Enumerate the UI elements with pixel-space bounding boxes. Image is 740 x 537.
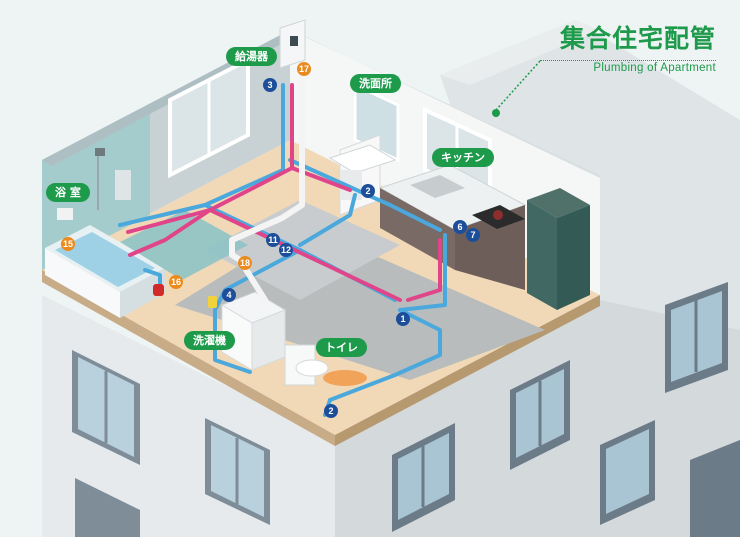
washing-machine xyxy=(220,291,287,371)
label-washroom: 洗面所 xyxy=(350,74,401,93)
bathtub xyxy=(45,225,165,318)
marker-17: 17 xyxy=(297,62,311,76)
page-subtitle: Plumbing of Apartment xyxy=(593,62,716,74)
refrigerator xyxy=(527,188,590,310)
marker-3: 3 xyxy=(263,78,277,92)
marker-16: 16 xyxy=(169,275,183,289)
label-kitchen: キッチン xyxy=(432,148,494,167)
shower-fixture xyxy=(57,148,131,220)
label-laundry: 洗濯機 xyxy=(184,331,235,350)
page-title: 集合住宅配管 xyxy=(559,24,716,53)
water-heater-unit xyxy=(279,19,306,69)
left-face-windows xyxy=(72,350,270,537)
marker-7: 7 xyxy=(466,228,480,242)
label-bathroom: 浴 室 xyxy=(46,183,90,202)
right-face-windows xyxy=(392,282,740,537)
marker-4: 4 xyxy=(222,288,236,302)
marker-2-toilet: 2 xyxy=(324,404,338,418)
marker-12: 12 xyxy=(279,243,293,257)
marker-11: 11 xyxy=(266,233,280,247)
toilet-fixture xyxy=(284,344,367,386)
marker-2-washroom: 2 xyxy=(361,184,375,198)
rear-building-roof xyxy=(440,20,600,85)
marker-18: 18 xyxy=(238,256,252,270)
title-block: 集合住宅配管 Plumbing of Apartment xyxy=(520,24,716,74)
hot-water-pipes xyxy=(126,83,442,302)
label-water-heater: 給湯器 xyxy=(226,47,277,66)
marker-15: 15 xyxy=(61,237,75,251)
label-toilet: トイレ xyxy=(316,338,367,357)
laundry-faucet-icon xyxy=(208,296,217,308)
title-underline xyxy=(540,60,716,61)
marker-6: 6 xyxy=(453,220,467,234)
bathroom-valve-icon xyxy=(153,284,164,296)
marker-1: 1 xyxy=(396,312,410,326)
